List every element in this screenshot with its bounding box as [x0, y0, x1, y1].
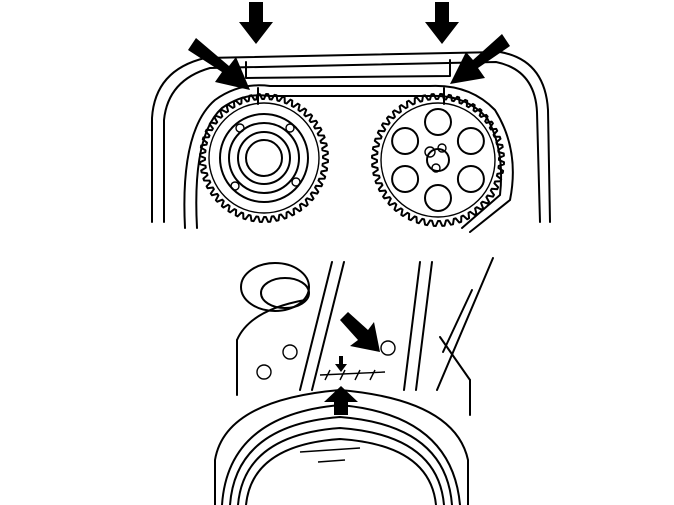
gear-inner-rim	[208, 102, 320, 214]
gear-lightening-hole	[391, 165, 420, 193]
arrow-small-down	[335, 356, 347, 372]
gear-inner-rim	[380, 102, 496, 218]
right-camshaft-gear-holes	[424, 143, 450, 173]
camshaft-housing	[151, 51, 551, 223]
arrow-down-left	[239, 2, 273, 44]
gear-lightening-hole	[391, 127, 420, 155]
timing-belt-lower	[299, 261, 433, 391]
timing-belt-upper	[183, 84, 514, 233]
gear-lightening-hole	[424, 184, 452, 212]
arrow-up-crank	[324, 386, 358, 415]
left-camshaft-gear	[199, 93, 329, 223]
gear-lightening-hole	[456, 127, 485, 155]
gear-lightening-hole	[456, 165, 485, 193]
left-camshaft-hub	[219, 113, 309, 203]
arrow-diagonal-right	[450, 34, 510, 84]
crankshaft-area	[236, 257, 494, 416]
arrow-down-right	[425, 2, 459, 44]
arrow-diagonal-left	[188, 38, 250, 90]
gear-teeth	[371, 93, 505, 227]
gear-teeth	[199, 93, 329, 223]
gear-lightening-hole	[424, 108, 452, 136]
right-camshaft-gear	[371, 93, 505, 227]
arrow-diagonal-crank	[340, 312, 380, 352]
